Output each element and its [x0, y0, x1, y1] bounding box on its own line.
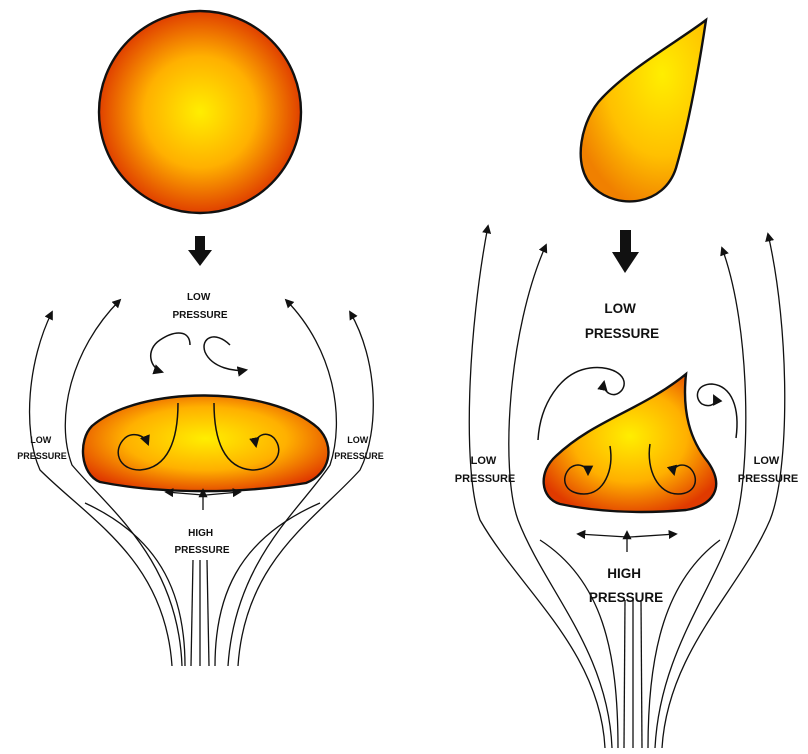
flattened-drop	[83, 395, 328, 491]
left-high-pressure-arrows	[166, 490, 240, 510]
left-low-pressure-right: LOW PRESSURE	[334, 435, 384, 461]
teardrop-drop	[581, 20, 706, 201]
left-low-pressure-left: LOW PRESSURE	[17, 435, 67, 461]
right-low-pressure-top: LOW PRESSURE	[585, 301, 659, 341]
right-low-pressure-right: LOW PRESSURE	[738, 455, 799, 485]
right-panel: LOW PRESSURE LOW PRESSURE LOW PRESSURE H…	[455, 20, 799, 748]
right-high-pressure: HIGH PRESSURE	[589, 566, 663, 605]
down-arrow-icon	[188, 236, 212, 266]
left-top-vortices	[151, 333, 246, 372]
left-panel: LOW PRESSURE LOW PRESSURE LOW PRESSURE H…	[17, 11, 384, 666]
right-high-pressure-arrows	[578, 532, 676, 552]
left-high-pressure: HIGH PRESSURE	[174, 528, 229, 556]
left-low-pressure-top: LOW PRESSURE	[172, 292, 227, 321]
right-low-pressure-left: LOW PRESSURE	[455, 455, 516, 485]
down-arrow-icon	[612, 230, 639, 273]
spherical-drop	[99, 11, 301, 213]
